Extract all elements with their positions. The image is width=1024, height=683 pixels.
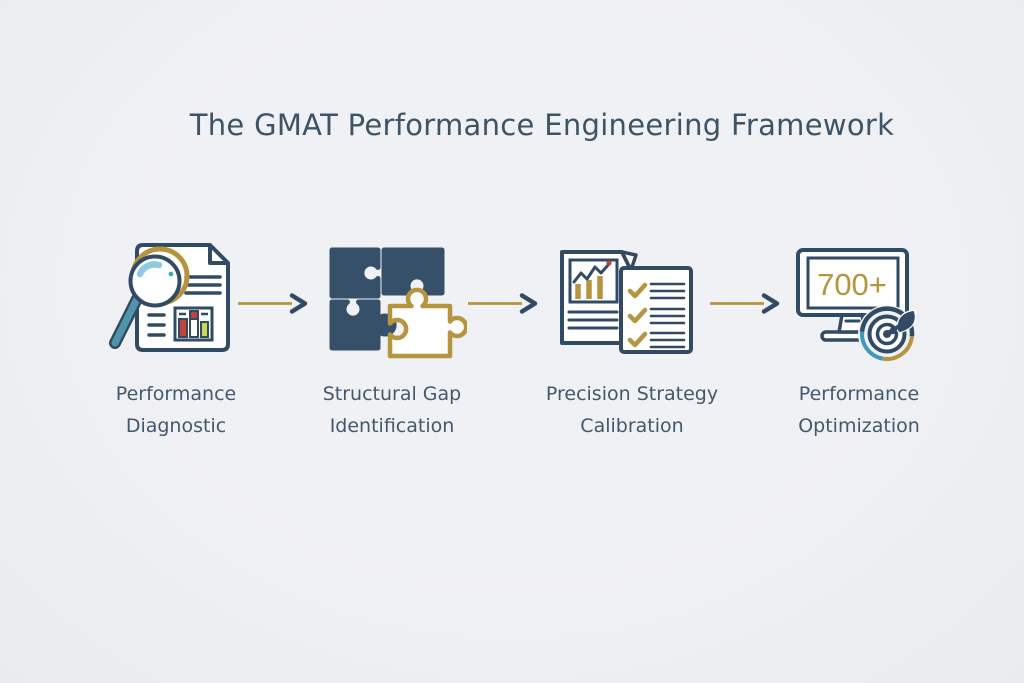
step-label-line1: Structural Gap <box>322 383 462 405</box>
arrow-icon <box>238 293 308 314</box>
page-title: The GMAT Performance Engineering Framewo… <box>189 108 895 142</box>
step-label-line1: Performance <box>115 383 237 405</box>
arrow-icon <box>468 293 538 314</box>
step-label-structural-gap-identification: Structural Gap Identification <box>272 378 512 442</box>
monitor-screen-text: 700+ <box>817 267 887 302</box>
arrow-icon <box>710 293 780 314</box>
step-label-line1: Precision Strategy <box>545 383 719 405</box>
step-label-line2: Diagnostic <box>125 415 227 437</box>
step-label-performance-optimization: Performance Optimization <box>739 378 979 442</box>
chart-checklist-icon <box>560 250 693 354</box>
step-label-line2: Optimization <box>798 415 920 437</box>
step-label-line1: Performance <box>798 383 920 405</box>
step-label-line2: Identification <box>329 415 455 437</box>
step-label-line2: Calibration <box>580 415 684 437</box>
step-label-precision-strategy-calibration: Precision Strategy Calibration <box>512 378 752 442</box>
magnifier-document-icon <box>109 243 230 352</box>
step-label-performance-diagnostic: Performance Diagnostic <box>56 378 296 442</box>
puzzle-pieces-icon <box>329 247 467 359</box>
monitor-target-icon: 700+ <box>796 248 916 363</box>
